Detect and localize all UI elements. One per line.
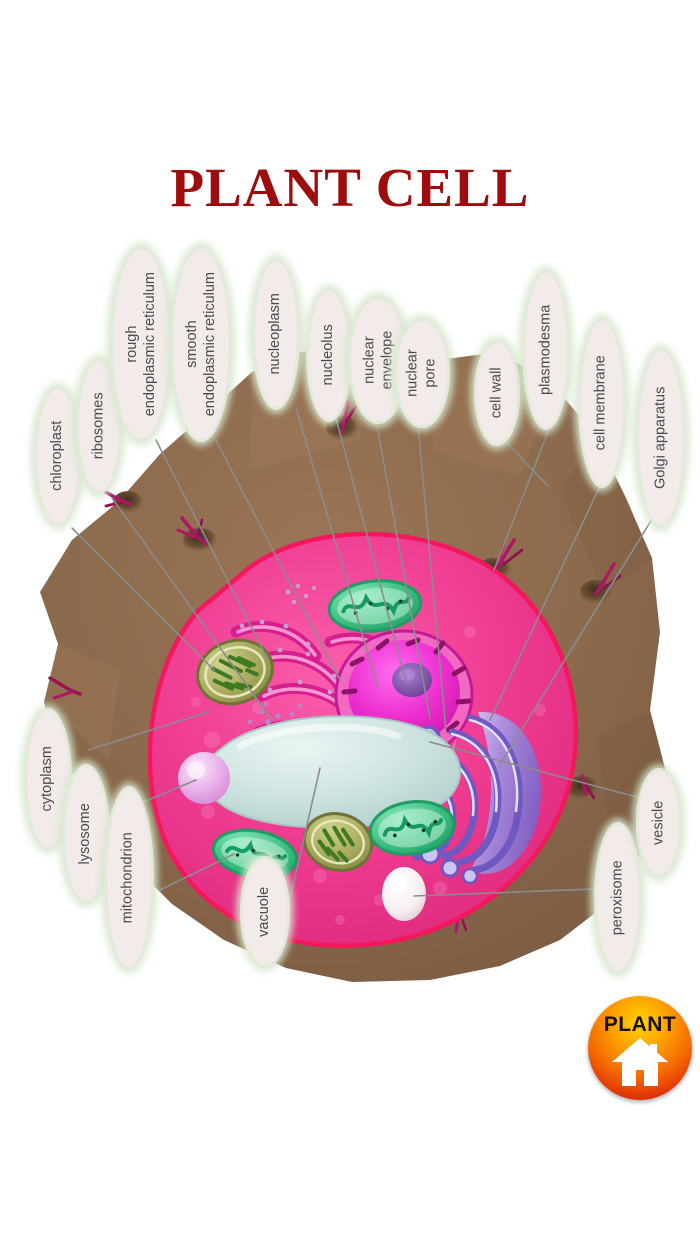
cell-illustration — [40, 344, 668, 982]
label-text: nucleoplasm — [267, 293, 284, 375]
label-text: Golgi apparatus — [652, 386, 669, 490]
label-text: cell membrane — [593, 355, 610, 451]
label-peroxisome[interactable]: peroxisome — [594, 822, 642, 974]
label-golgi-apparatus[interactable]: Golgi apparatus — [636, 348, 686, 528]
label-text: smooth endoplasmic reticulum — [183, 271, 219, 417]
label-text: plasmodesma — [537, 304, 554, 396]
leader-plasmodesma — [493, 431, 549, 571]
label-text: cell wall — [488, 367, 505, 419]
label-text: nuclear pore — [404, 349, 439, 397]
chloroplast-structures — [196, 638, 374, 872]
label-text: peroxisome — [609, 860, 626, 936]
lysosome-structure — [178, 752, 230, 804]
label-nuclear-pore[interactable]: nuclear pore — [394, 318, 450, 428]
label-vesicle[interactable]: vesicle — [636, 768, 682, 878]
plant-home-badge[interactable]: PLANT — [588, 996, 692, 1100]
label-rough-endoplasmic-reticulum[interactable]: rough endoplasmic reticulum — [110, 246, 172, 442]
leader-mitochondrion — [159, 853, 235, 891]
label-text: rough endoplasmic reticulum — [123, 271, 159, 417]
leader-nucleolus — [335, 417, 407, 683]
label-text: vacuole — [256, 887, 273, 937]
label-text: ribosomes — [90, 392, 107, 460]
leader-vacuole — [287, 767, 321, 909]
label-cell-wall[interactable]: cell wall — [474, 340, 520, 446]
label-text: nucleolus — [320, 324, 337, 386]
leader-smooth-er — [215, 439, 341, 681]
label-text: nuclear envelope — [360, 330, 395, 390]
badge-label: PLANT — [603, 1013, 677, 1036]
leader-ribosomes — [111, 497, 273, 721]
label-text: vesicle — [650, 800, 667, 846]
label-vacuole[interactable]: vacuole — [240, 856, 290, 968]
label-lysosome[interactable]: lysosome — [62, 764, 110, 904]
label-nucleoplasm[interactable]: nucleoplasm — [252, 258, 300, 410]
leader-golgi-apparatus — [497, 515, 655, 769]
leader-nuclear-pore — [417, 423, 447, 733]
leader-rough-er — [155, 439, 269, 661]
label-mitochondrion[interactable]: mitochondrion — [104, 786, 154, 970]
plant-cell-diagram: chloroplast ribosomes rough endoplasmic … — [0, 240, 700, 1000]
label-text: lysosome — [77, 803, 94, 865]
label-cell-membrane[interactable]: cell membrane — [578, 318, 626, 488]
leader-cytoplasm — [87, 711, 209, 751]
leader-nuclear-envelope — [375, 419, 431, 719]
leader-chloroplast — [71, 527, 215, 671]
label-text: chloroplast — [49, 420, 66, 492]
mitochondrion-structures — [211, 579, 456, 880]
leader-vesicle — [429, 741, 649, 801]
leader-lines — [71, 407, 655, 909]
leader-cell-membrane — [489, 485, 601, 721]
label-nucleolus[interactable]: nucleolus — [306, 288, 352, 422]
leader-peroxisome — [413, 887, 619, 897]
page-title: PLANT CELL — [170, 157, 530, 218]
leader-nucleoplasm — [295, 407, 379, 689]
label-text: cytoplasm — [39, 746, 56, 812]
leader-cell-wall — [503, 439, 549, 487]
label-text: mitochondrion — [120, 832, 137, 924]
peroxisome-structure — [382, 867, 426, 921]
house-icon — [612, 1038, 668, 1086]
label-chloroplast[interactable]: chloroplast — [34, 386, 82, 526]
label-smooth-endoplasmic-reticulum[interactable]: smooth endoplasmic reticulum — [170, 246, 232, 442]
label-plasmodesma[interactable]: plasmodesma — [522, 270, 570, 430]
